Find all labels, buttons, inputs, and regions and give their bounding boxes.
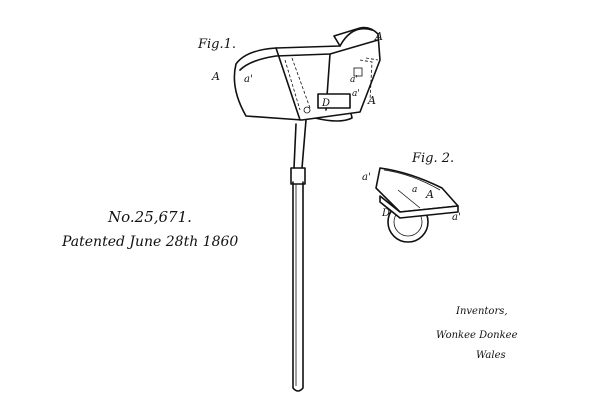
figure-2-label-d: D: [381, 208, 390, 219]
figure-1-label-a-prime: a': [244, 74, 253, 85]
inventor-place: Wales: [476, 350, 506, 361]
figure-1-caption: Fig.1.: [197, 37, 236, 52]
figure-2-caption: Fig. 2.: [411, 151, 454, 166]
patent-date: Patented June 28th 1860: [61, 234, 238, 250]
inventors-heading: Inventors,: [455, 306, 508, 317]
figure-1-label-d: D: [321, 98, 330, 109]
figure-1-drawing: [233, 26, 381, 392]
figure-2-label-a-prime-left: a': [362, 172, 371, 183]
figure-2-label-a-prime-mid: a: [412, 185, 417, 195]
figure-1-label-a-prime-inner-2: a': [352, 89, 360, 99]
figure-1-label-a-left: A: [211, 70, 220, 83]
figure-1-label-a-right: A: [367, 94, 376, 107]
patent-number: No.25,671.: [107, 208, 192, 226]
figure-2-label-a-mid: A: [425, 188, 434, 201]
figure-2-label-a-prime-right: a': [452, 212, 461, 223]
inventor-names: Wonkee Donkee: [436, 330, 518, 341]
figure-1-label-a-top-right: A: [374, 30, 383, 43]
figure-2-drawing: [375, 167, 459, 243]
figure-1-label-a-prime-inner: a': [350, 75, 358, 85]
